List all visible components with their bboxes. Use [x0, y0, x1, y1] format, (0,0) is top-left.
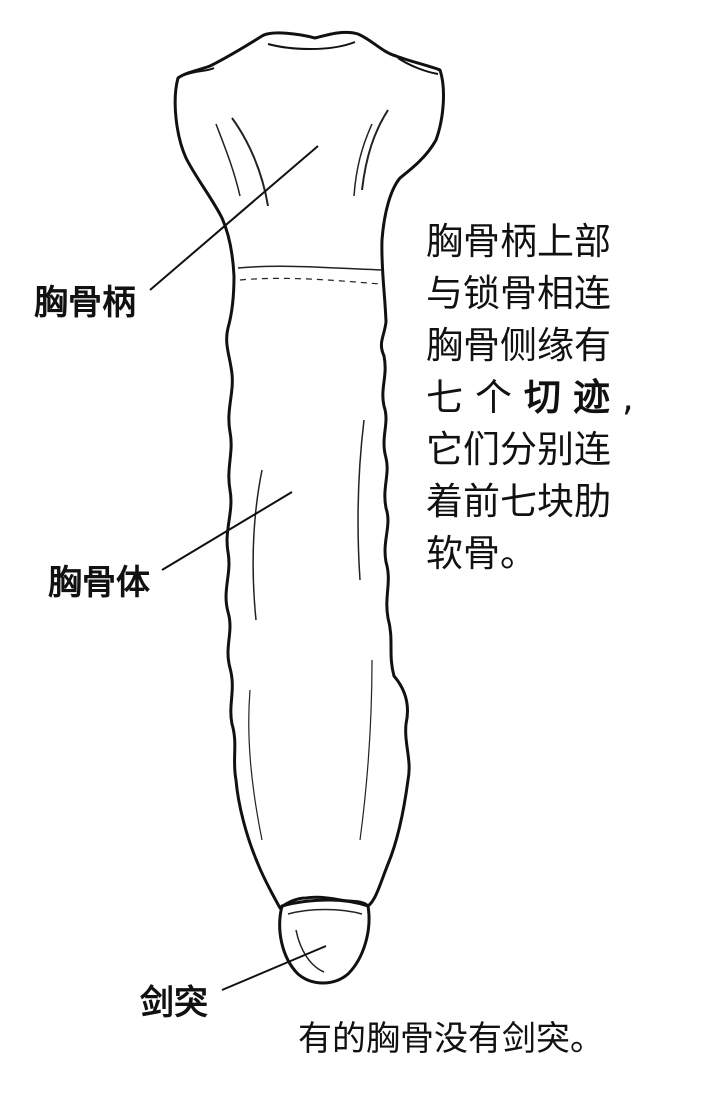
- leader-line-body: [161, 491, 293, 571]
- sternal-angle-line-2: [239, 277, 381, 285]
- description-line-3: 胸骨侧缘有: [426, 324, 611, 367]
- description-line-6: 着前七块肋: [426, 480, 611, 523]
- sternum-outline: [173, 30, 445, 910]
- body-shading-left-2: [248, 689, 263, 841]
- jugular-notch-line: [267, 41, 356, 50]
- manubrium-shading-right-2: [353, 123, 373, 197]
- clavicular-notch-right: [397, 57, 439, 75]
- xiphoid-junction: [287, 908, 363, 915]
- xiphoid-outline: [278, 898, 371, 985]
- leader-line-manubrium: [149, 145, 319, 291]
- manubrium-shading-left: [231, 117, 269, 207]
- manubrium-shading-right: [361, 109, 389, 191]
- description-text: 胸骨柄上部 与锁骨相连 胸骨侧缘有 七个切迹, 它们分别连 着前七块肋 软骨。: [426, 216, 696, 580]
- body-shading-right-2: [359, 659, 373, 841]
- clavicular-notch-left: [181, 67, 215, 77]
- body-shading-right: [357, 419, 365, 581]
- manubrium-shading-left-2: [215, 123, 241, 197]
- description-line-4-bold: 切迹: [524, 376, 622, 419]
- label-xiphoid-process: 剑突: [140, 983, 208, 1023]
- description-line-4-suffix: ,: [622, 376, 646, 419]
- description-line-1: 胸骨柄上部: [426, 220, 611, 263]
- description-line-4: 七个切迹,: [426, 372, 696, 424]
- body-shading-left: [252, 469, 263, 621]
- description-line-7: 软骨。: [426, 532, 537, 575]
- footnote-text: 有的胸骨没有剑突。: [298, 1019, 604, 1059]
- description-line-2: 与锁骨相连: [426, 272, 611, 315]
- label-manubrium: 胸骨柄: [34, 283, 136, 323]
- description-line-4-prefix: 七个: [426, 376, 524, 419]
- xiphoid-shading: [295, 929, 325, 973]
- label-sternum-body: 胸骨体: [48, 563, 150, 603]
- leader-line-xiphoid: [221, 945, 327, 991]
- sternal-angle-line: [237, 265, 383, 271]
- description-line-5: 它们分别连: [426, 428, 611, 471]
